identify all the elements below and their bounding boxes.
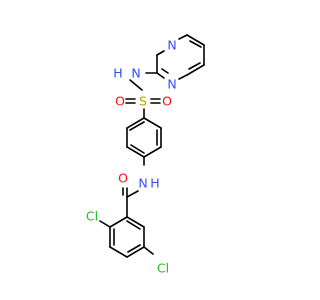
- bond-c-cl-bottom: [143, 246, 154, 255]
- atom-sulfur: S: [139, 94, 147, 109]
- pyrimidine-ring: [156, 34, 205, 80]
- bond-n-s: [129, 79, 143, 91]
- molecule-drawing: N N H N O S O N H O Cl Cl: [86, 34, 205, 276]
- bond-c-cl-top: [99, 220, 111, 228]
- atom-carbonyl-o: O: [118, 171, 128, 186]
- atom-amide-h: H: [150, 176, 159, 191]
- atom-oxygen-left: O: [115, 94, 125, 109]
- bond-nh-carbonyl: [126, 190, 139, 198]
- phenylene-ring: [126, 117, 162, 158]
- atom-amide-n: N: [138, 176, 147, 191]
- atom-oxygen-right: O: [162, 94, 172, 109]
- atom-chlorine-bottom: Cl: [157, 261, 169, 276]
- atom-sulfonamide-h: H: [113, 66, 122, 81]
- atom-chlorine-top: Cl: [86, 209, 98, 224]
- sulfonyl-bonds: [125, 98, 161, 104]
- atom-pyrimidine-n1: N: [167, 38, 176, 53]
- dichlorophenyl-ring: [109, 216, 145, 258]
- atom-sulfonamide-n: N: [131, 66, 140, 81]
- structure-canvas: N N H N O S O N H O Cl Cl: [86, 34, 205, 276]
- carbonyl-bond: [122, 187, 128, 198]
- atom-pyrimidine-n2: N: [167, 77, 176, 92]
